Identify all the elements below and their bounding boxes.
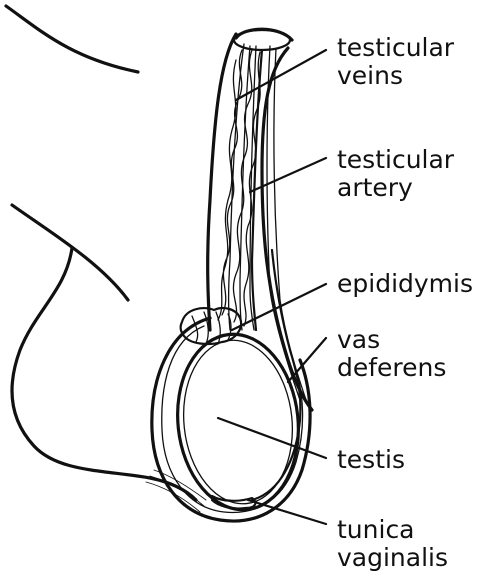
label-testicular-veins: testicular veins <box>337 34 454 90</box>
testis-inner-line <box>176 335 301 509</box>
label-tunica-vaginalis: tunica vaginalis <box>337 516 448 572</box>
label-testicular-artery: testicular artery <box>337 146 454 202</box>
label-epididymis: epididymis <box>337 270 473 298</box>
cord-top-rim <box>236 29 292 40</box>
tunica-vaginalis-outer <box>152 318 310 521</box>
body-outline <box>12 248 196 500</box>
leader-tunica-vaginalis <box>248 500 326 524</box>
label-testis: testis <box>337 446 405 474</box>
label-vas-deferens: vas deferens <box>337 326 446 382</box>
groin-crease-line <box>6 6 138 72</box>
scrotal-wrinkles <box>146 470 206 512</box>
